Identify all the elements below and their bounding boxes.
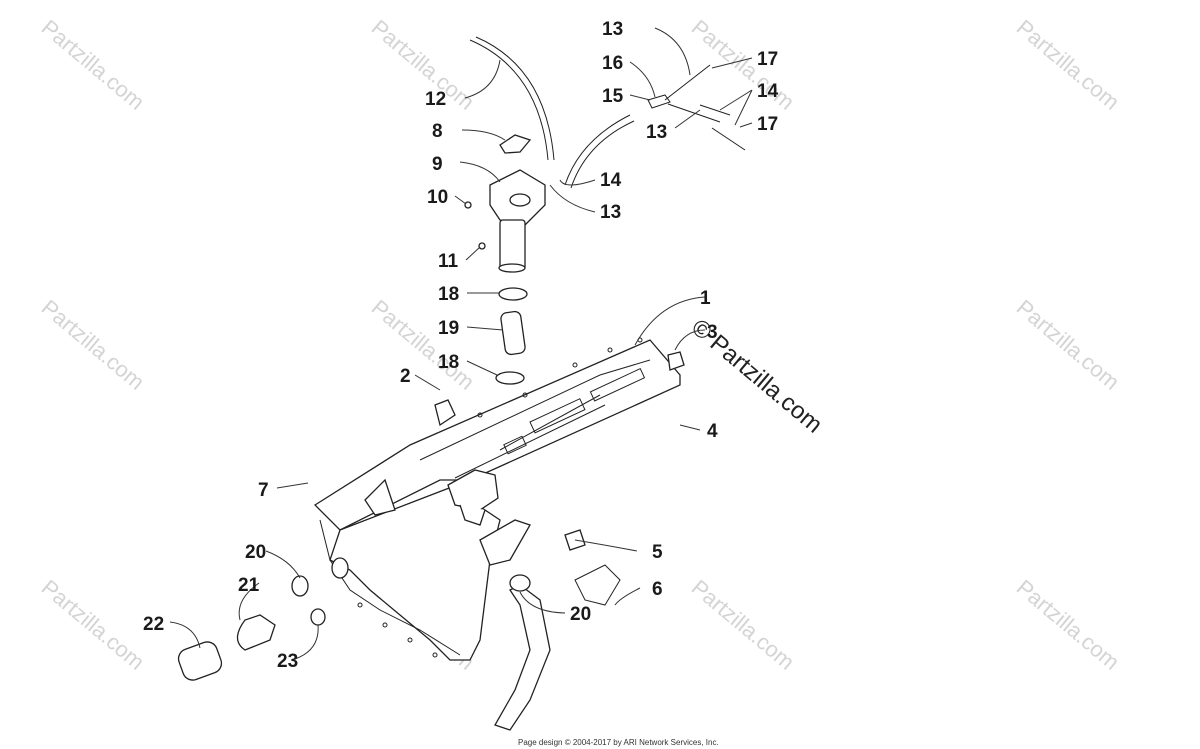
callout-11: 11 [438, 251, 459, 272]
watermark: Partzilla.com [37, 575, 150, 675]
parts-layer [177, 36, 746, 731]
watermark: Partzilla.com [1012, 575, 1125, 675]
page-footer: Page design © 2004-2017 by ARI Network S… [518, 738, 719, 747]
tee-fitting [647, 94, 671, 109]
callout-13c: 13 [646, 122, 667, 143]
watermark: Partzilla.com [367, 15, 480, 115]
shroud [574, 564, 621, 606]
callout-18b: 18 [438, 352, 459, 373]
watermark: Partzilla.com [37, 15, 150, 115]
callout-19: 19 [438, 318, 459, 339]
screw [464, 201, 472, 209]
callout-4: 4 [707, 421, 718, 442]
callout-7: 7 [258, 480, 269, 501]
callout-5: 5 [652, 542, 663, 563]
callout-12: 12 [425, 89, 446, 110]
callout-14b: 14 [757, 81, 779, 102]
callout-15: 15 [602, 86, 624, 107]
lower-hose [494, 584, 551, 731]
callout-18a: 18 [438, 284, 459, 305]
clamp [495, 371, 525, 385]
callout-17a: 17 [757, 49, 778, 70]
outlet [331, 557, 349, 579]
watermark: Partzilla.com [1012, 15, 1125, 115]
callout-20b: 20 [570, 604, 591, 625]
callout-8: 8 [432, 121, 443, 142]
radiator-outlet [447, 469, 499, 526]
watermark: Partzilla.com [687, 575, 800, 675]
clamp [498, 287, 528, 301]
clamp [509, 574, 531, 592]
hose [564, 114, 631, 186]
callout-10: 10 [427, 187, 448, 208]
callout-labels: 1 2 3 4 5 6 7 8 9 10 11 12 13 13 13 14 1… [143, 19, 779, 672]
callout-13b: 13 [600, 202, 621, 223]
cap [499, 134, 532, 154]
watermark-layer: Partzilla.com Partzilla.com Partzilla.co… [37, 15, 1125, 675]
screw [478, 242, 486, 250]
watermark: Partzilla.com [687, 15, 800, 115]
clamp [291, 575, 309, 597]
line [664, 64, 721, 123]
callout-22: 22 [143, 614, 164, 635]
callout-6: 6 [652, 579, 663, 600]
coupler-hose [177, 641, 223, 681]
callout-9: 9 [432, 154, 443, 175]
radiator [313, 337, 685, 661]
hose-segment [500, 310, 526, 356]
watermark-dark-text: Partzilla.com [705, 330, 828, 439]
callout-14a: 14 [600, 170, 622, 191]
clamp [310, 608, 326, 626]
filler-neck [489, 169, 546, 273]
leader-lines [169, 27, 753, 660]
callout-1: 1 [700, 288, 711, 309]
callout-23: 23 [277, 651, 298, 672]
elbow-hose [236, 614, 276, 651]
overflow-hose [469, 39, 549, 161]
callout-2: 2 [400, 366, 411, 387]
callout-21: 21 [238, 575, 260, 596]
callout-16: 16 [602, 53, 623, 74]
watermark: Partzilla.com [1012, 295, 1125, 395]
callout-13a: 13 [602, 19, 623, 40]
callout-3: 3 [707, 322, 718, 343]
bracket [479, 519, 531, 566]
watermark: Partzilla.com [37, 295, 150, 395]
callout-20a: 20 [245, 542, 266, 563]
callout-17b: 17 [757, 114, 778, 135]
